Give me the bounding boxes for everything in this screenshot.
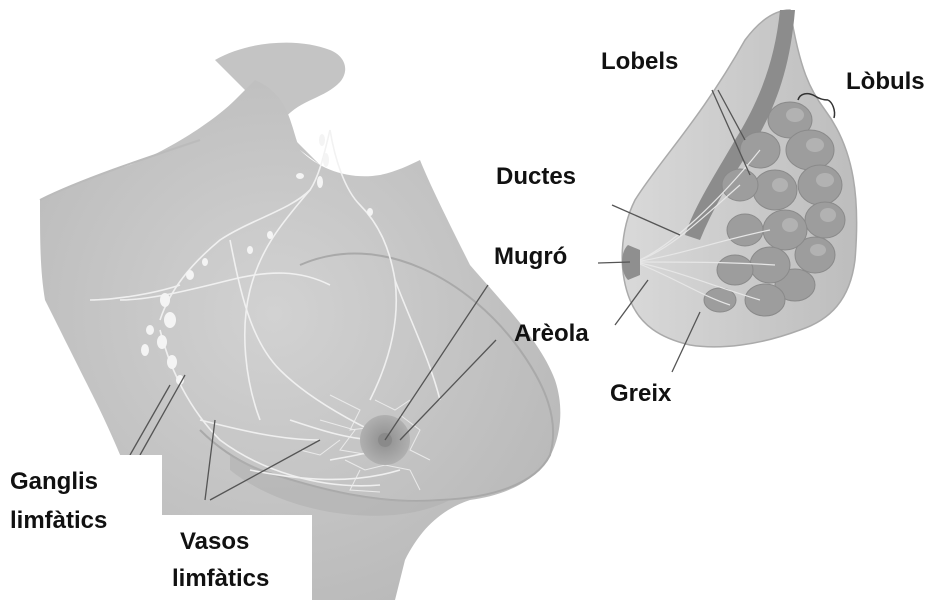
label-lobuls: Lòbuls [846, 68, 925, 96]
label-vasos-line1: Vasos [180, 528, 249, 556]
label-ganglis-line1: Ganglis [10, 468, 98, 496]
label-ganglis-line2: limfàtics [10, 507, 107, 535]
label-ductes: Ductes [496, 163, 576, 191]
label-greix: Greix [610, 380, 671, 408]
label-areola: Arèola [514, 320, 589, 348]
label-vasos-line2: limfàtics [172, 565, 269, 593]
label-lobels: Lobels [601, 48, 678, 76]
label-mugro: Mugró [494, 243, 567, 271]
